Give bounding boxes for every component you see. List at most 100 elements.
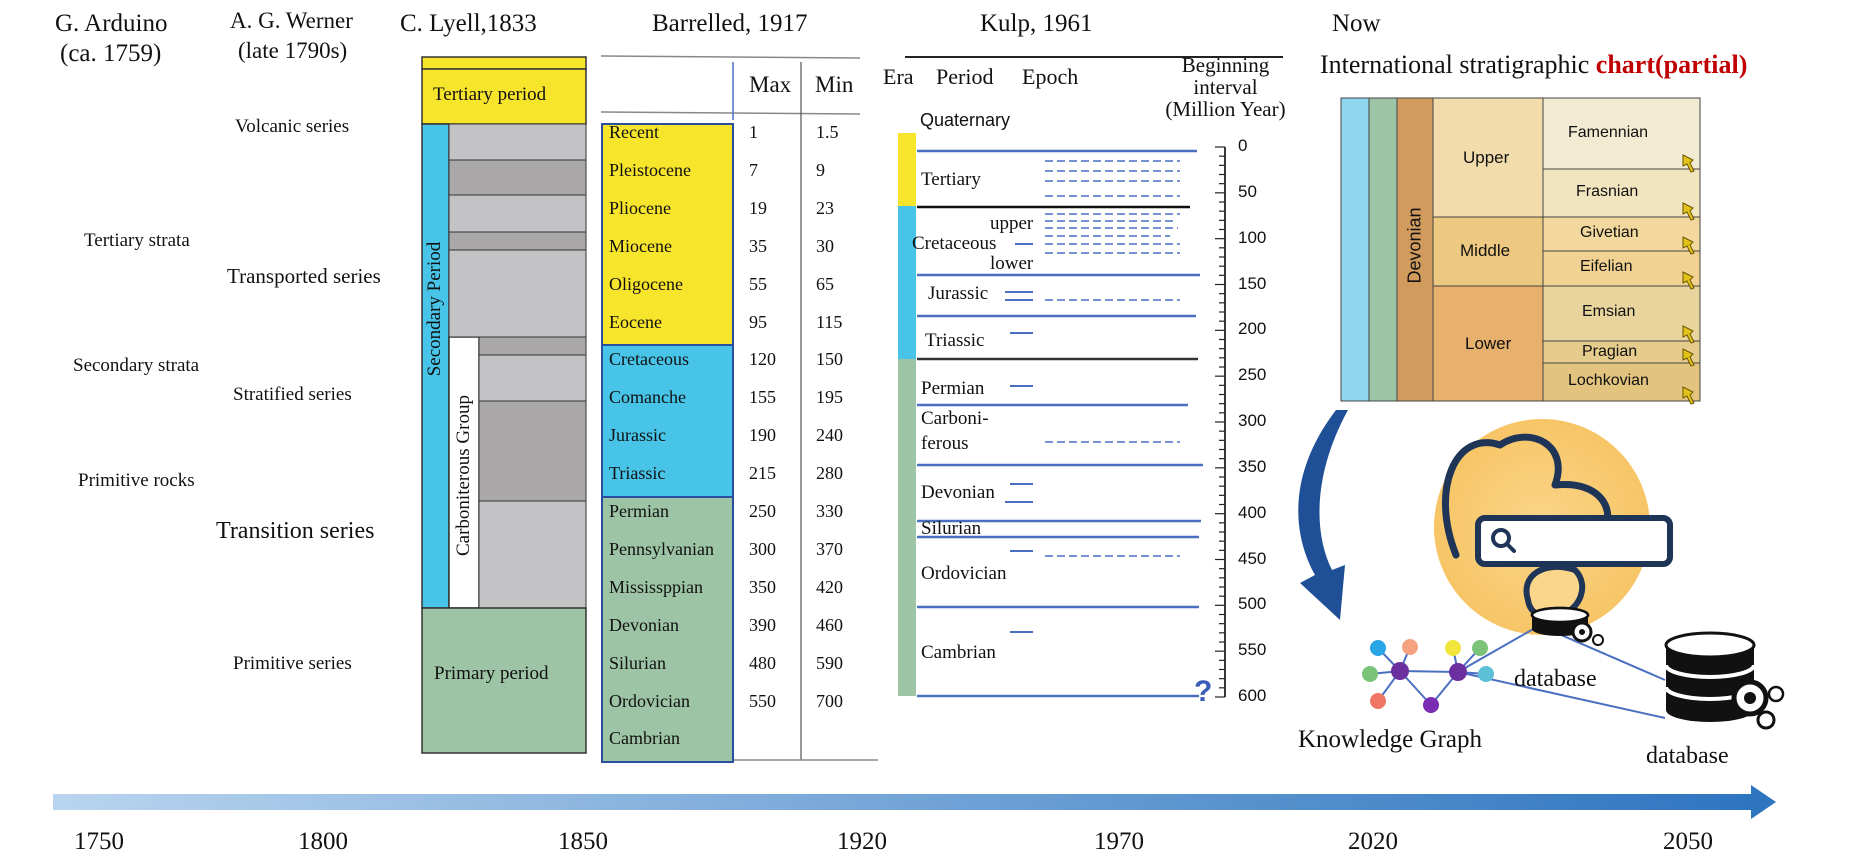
barrelled-period-name: Devonian: [609, 614, 679, 635]
lyell-tertiary-label: Tertiary period: [433, 84, 547, 105]
barrelled-period-name: Jurassic: [609, 425, 666, 446]
barrelled-min-value: 280: [816, 463, 843, 484]
ics-stage-label: Emsian: [1582, 303, 1636, 320]
barrelled-max-value: 190: [749, 425, 776, 446]
timeline-year-label: 1920: [837, 828, 887, 855]
lyell-stratum: [478, 354, 587, 402]
kulp-permian: Permian: [921, 378, 985, 399]
knowledge-graph-label: Knowledge Graph: [1298, 726, 1482, 753]
database-icon-large: [1664, 631, 1785, 730]
kulp-era-cenozoic: [898, 133, 916, 206]
curved-arrow: [1298, 410, 1348, 620]
barrelled-max-value: 215: [749, 463, 776, 484]
kulp-era-mesozoic: [898, 206, 916, 359]
kulp-era-paleozoic: [898, 359, 916, 696]
werner-date: (late 1790s): [238, 38, 348, 63]
kg-node: [1391, 662, 1409, 680]
barrelled-min-value: 150: [816, 349, 843, 370]
kulp-tick-label: 400: [1238, 502, 1267, 522]
kg-node: [1370, 640, 1386, 656]
kulp-upper: upper: [990, 213, 1034, 234]
lyell-top-band: [421, 56, 587, 70]
now-subtitle-main: International stratigraphic: [1320, 50, 1596, 79]
kulp-tick-label: 550: [1238, 640, 1267, 660]
lyell-stratum: [478, 336, 587, 356]
kulp-era-header: Era: [883, 64, 914, 89]
barrelled-title: Barrelled, 1917: [652, 10, 808, 37]
barrelled-max-value: 480: [749, 652, 776, 673]
barrelled-period-name: Pennsylvanian: [609, 538, 714, 559]
kulp-question-mark: ?: [1194, 675, 1213, 708]
ics-stage-label: Frasnian: [1576, 183, 1639, 200]
timeline-arrow: [53, 785, 1776, 819]
ics-chart: [1340, 97, 1701, 405]
barrelled-min-value: 370: [816, 538, 843, 559]
kulp-axis-ticks: [1215, 146, 1225, 698]
kulp-tick-label: 300: [1238, 411, 1267, 430]
barrelled-max-value: 250: [749, 501, 776, 521]
barrelled-green-block: [601, 496, 734, 763]
arduino-name: G. Arduino: [55, 10, 168, 37]
werner-transition-series: Transition series: [216, 518, 375, 544]
barrelled-max-value: 550: [749, 690, 776, 711]
ics-stage-label: Pragian: [1582, 343, 1638, 360]
kulp-tick-label: 250: [1238, 365, 1267, 385]
timeline-year-label: 2050: [1663, 828, 1713, 855]
ics-system-column: [1396, 97, 1434, 402]
lyell-stratum: [448, 194, 587, 233]
arduino-date: (ca. 1759): [60, 40, 162, 67]
barrelled-min-header: Min: [815, 72, 854, 97]
kulp-tick-label: 600: [1238, 686, 1267, 705]
database-large-label: database: [1646, 743, 1729, 769]
kg-node: [1370, 693, 1386, 709]
timeline-bar: [53, 794, 1753, 810]
kulp-quaternary: Quaternary: [920, 110, 1011, 130]
database-small-label: database: [1514, 666, 1597, 692]
kulp-devonian: Devonian: [921, 482, 995, 503]
kg-node: [1445, 640, 1461, 656]
table-rule: [600, 111, 861, 115]
kulp-ferous: ferous: [921, 433, 969, 454]
ics-stage-label: Givetian: [1580, 224, 1639, 241]
barrelled-min-value: 23: [816, 197, 834, 218]
ics-series-middle: [1432, 216, 1544, 287]
lyell-stratum: [478, 500, 587, 609]
kulp-lower: lower: [990, 253, 1034, 274]
kulp-title: Kulp, 1961: [980, 10, 1093, 37]
barrelled-min-value: 9: [816, 159, 825, 180]
kg-node: [1402, 639, 1418, 655]
timeline-year-label: 1850: [558, 828, 608, 855]
werner-stratified-series: Stratified series: [233, 384, 352, 405]
kulp-triassic: Triassic: [925, 330, 985, 351]
ics-series-upper-label: Upper: [1463, 148, 1510, 167]
kulp-cambrian: Cambrian: [921, 642, 996, 663]
lyell-primary-block: [421, 607, 587, 754]
now-title: Now: [1332, 10, 1381, 37]
lyell-stratum: [448, 231, 587, 251]
ics-series-upper: [1432, 97, 1544, 218]
barrelled-period-name: Cambrian: [609, 728, 680, 749]
barrelled-min-value: 590: [816, 652, 843, 673]
barrelled-min-value: 700: [816, 690, 843, 711]
kg-node: [1449, 663, 1467, 681]
lyell-title: C. Lyell,1833: [400, 10, 537, 37]
ics-stage-label: Eifelian: [1580, 258, 1633, 275]
arduino-primitive-rocks: Primitive rocks: [78, 470, 195, 491]
lyell-stratum: [448, 123, 587, 161]
arduino-secondary-strata: Secondary strata: [73, 355, 200, 376]
barrelled-max-value: 390: [749, 614, 776, 635]
kulp-dashed-lines: [1045, 160, 1180, 557]
barrelled-max-value: 19: [749, 197, 767, 218]
kulp-ordovician: Ordovician: [921, 563, 1007, 584]
kg-node: [1362, 666, 1378, 682]
kulp-tick-label: 500: [1238, 594, 1267, 614]
barrelled-max-value: 120: [749, 349, 776, 370]
barrelled-min-value: 420: [816, 576, 843, 597]
barrelled-period-name: Silurian: [609, 652, 666, 673]
kulp-tick-label: 200: [1238, 319, 1267, 339]
barrelled-period-name: Oligocene: [609, 273, 683, 294]
lyell-column: [421, 56, 587, 754]
barrelled-blue-block: [601, 344, 734, 498]
kulp-tick-label: 350: [1238, 456, 1267, 476]
